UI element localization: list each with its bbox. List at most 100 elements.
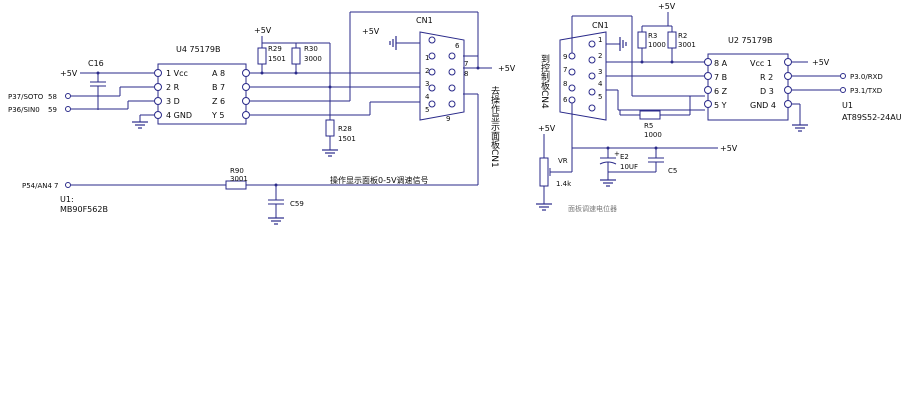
r90-label: R90: [230, 167, 244, 175]
r29-label: R29: [268, 45, 282, 53]
r30-label: R30: [304, 45, 318, 53]
u4-pin-circles: [154, 69, 250, 119]
cn1-left-pin-4: 4: [425, 93, 430, 101]
cn1-left-pin-2: 2: [425, 67, 429, 75]
label-to-panel: 去操作显示面板CN1: [489, 85, 500, 168]
r29-value: 1501: [268, 55, 286, 63]
ground-vr: [536, 203, 552, 211]
ground-u2: [792, 124, 808, 132]
label-from-ctrl: 到控制板CN4: [539, 53, 550, 109]
vr-wiper: [549, 168, 556, 176]
ground-cn1-right: [606, 37, 627, 51]
net-p54-pin: 7: [54, 182, 58, 190]
cn1-right-title: CN1: [592, 21, 609, 30]
plus5v-label-left: +5V: [60, 69, 78, 78]
r28-value: 1501: [338, 135, 356, 143]
ground-c59: [268, 217, 284, 225]
u2-pin-circles: [704, 58, 792, 108]
label-pot-note: 面板调速电位器: [568, 204, 617, 213]
net-p30: P3.0/RXD: [850, 73, 883, 81]
r29-resistor: [257, 47, 267, 65]
c16-label: C16: [88, 59, 104, 68]
e2-value: 10UF: [620, 163, 638, 171]
plus5v-label-r2: +5V: [658, 2, 676, 11]
label-mcu-left: MB90F562B: [60, 205, 108, 214]
label-u1-right: U1: [842, 101, 853, 110]
u2-pin-2: R 2: [760, 73, 773, 82]
vr-value: 1.4k: [556, 180, 572, 188]
u2-pin-8: 8 A: [714, 59, 728, 68]
r30-value: 3000: [304, 55, 322, 63]
r2-value: 3001: [678, 41, 696, 49]
cn1-left-title: CN1: [416, 16, 433, 25]
r5-label: R5: [644, 122, 653, 130]
u2-pin-5: 5 Y: [714, 101, 727, 110]
u4-pin-7: B 7: [212, 83, 225, 92]
cn1-left-pin-7: 7: [464, 60, 468, 68]
plus5v-label-r29: +5V: [254, 26, 272, 35]
r28-resistor: [325, 119, 335, 137]
u4-pin-8: A 8: [212, 69, 225, 78]
cn1-right-pins: [568, 40, 596, 112]
c59-label: C59: [290, 200, 304, 208]
c59-capacitor: [268, 199, 284, 218]
u4-pin-6: Z 6: [212, 97, 225, 106]
e2-label: E2: [620, 153, 629, 161]
plus5v-label-rail: +5V: [720, 144, 738, 153]
cn1-right-pin-2: 2: [598, 52, 602, 60]
plus5v-label-cn1: +5V: [362, 27, 380, 36]
r5-resistor: [639, 110, 661, 120]
ground-u4: [132, 121, 148, 129]
u4-title: U4 75179B: [176, 45, 220, 54]
net-p54: P54/AN4: [22, 182, 53, 190]
r3-value: 1000: [648, 41, 666, 49]
cn1-right-pin-3: 3: [598, 68, 602, 76]
r30-resistor: [291, 47, 301, 65]
net-p36-pin: 59: [48, 106, 57, 114]
c16-capacitor: [90, 73, 106, 110]
u2-pin-7: 7 B: [714, 73, 727, 82]
ground-e2: [600, 179, 616, 187]
cn1-right-pin-6: 6: [563, 96, 568, 104]
ground-r28: [322, 149, 338, 157]
cn1-right-pin-1: 1: [598, 36, 602, 44]
c5-capacitor: [608, 157, 664, 173]
net-p37-pin: 58: [48, 93, 57, 101]
u4-pin-3: 3 D: [166, 97, 180, 106]
u4-pin-4: 4 GND: [166, 111, 192, 120]
plus5v-label-vr: +5V: [538, 124, 556, 133]
cn1-right-pin-4: 4: [598, 80, 603, 88]
cn1-right-pin-9: 9: [563, 53, 567, 61]
e2-plus: +: [614, 150, 620, 158]
cn1-left-pin-9: 9: [446, 115, 450, 123]
r28-label: R28: [338, 125, 352, 133]
ground-cn1-left: [389, 36, 397, 50]
u2-title: U2 75179B: [728, 36, 772, 45]
plus5v-label-cn1-right: +5V: [498, 64, 516, 73]
vr-label: VR: [558, 157, 568, 165]
r90-value: 3001: [230, 175, 248, 183]
u2-pin-6: 6 Z: [714, 87, 728, 96]
r5-value: 1000: [644, 131, 662, 139]
c5-label: C5: [668, 167, 677, 175]
cn1-left-pin-5: 5: [425, 106, 429, 114]
u4-pin-2: 2 R: [166, 83, 180, 92]
cn1-right-pin-5: 5: [598, 93, 602, 101]
u4-pin-1: 1 Vcc: [166, 69, 188, 78]
net-p31: P3.1/TXD: [850, 87, 882, 95]
r2-resistor: [667, 31, 677, 49]
cn1-left-pins: [428, 36, 456, 108]
cn1-right-pin-7: 7: [563, 66, 567, 74]
cn1-left-pin-8: 8: [464, 70, 468, 78]
label-speed-signal: 操作显示面板0-5V调速信号: [330, 175, 429, 185]
u2-pin-3: D 3: [760, 87, 774, 96]
label-mcu-right: AT89S52-24AU: [842, 113, 902, 122]
r2-label: R2: [678, 32, 687, 40]
vr-potentiometer: [539, 157, 549, 187]
u4-pin-5: Y 5: [211, 111, 225, 120]
cn1-right-shell: [559, 31, 607, 121]
label-u1-left: U1:: [60, 195, 74, 204]
cn1-right-pin-8: 8: [563, 80, 567, 88]
cn1-left-pin-6: 6: [455, 42, 460, 50]
